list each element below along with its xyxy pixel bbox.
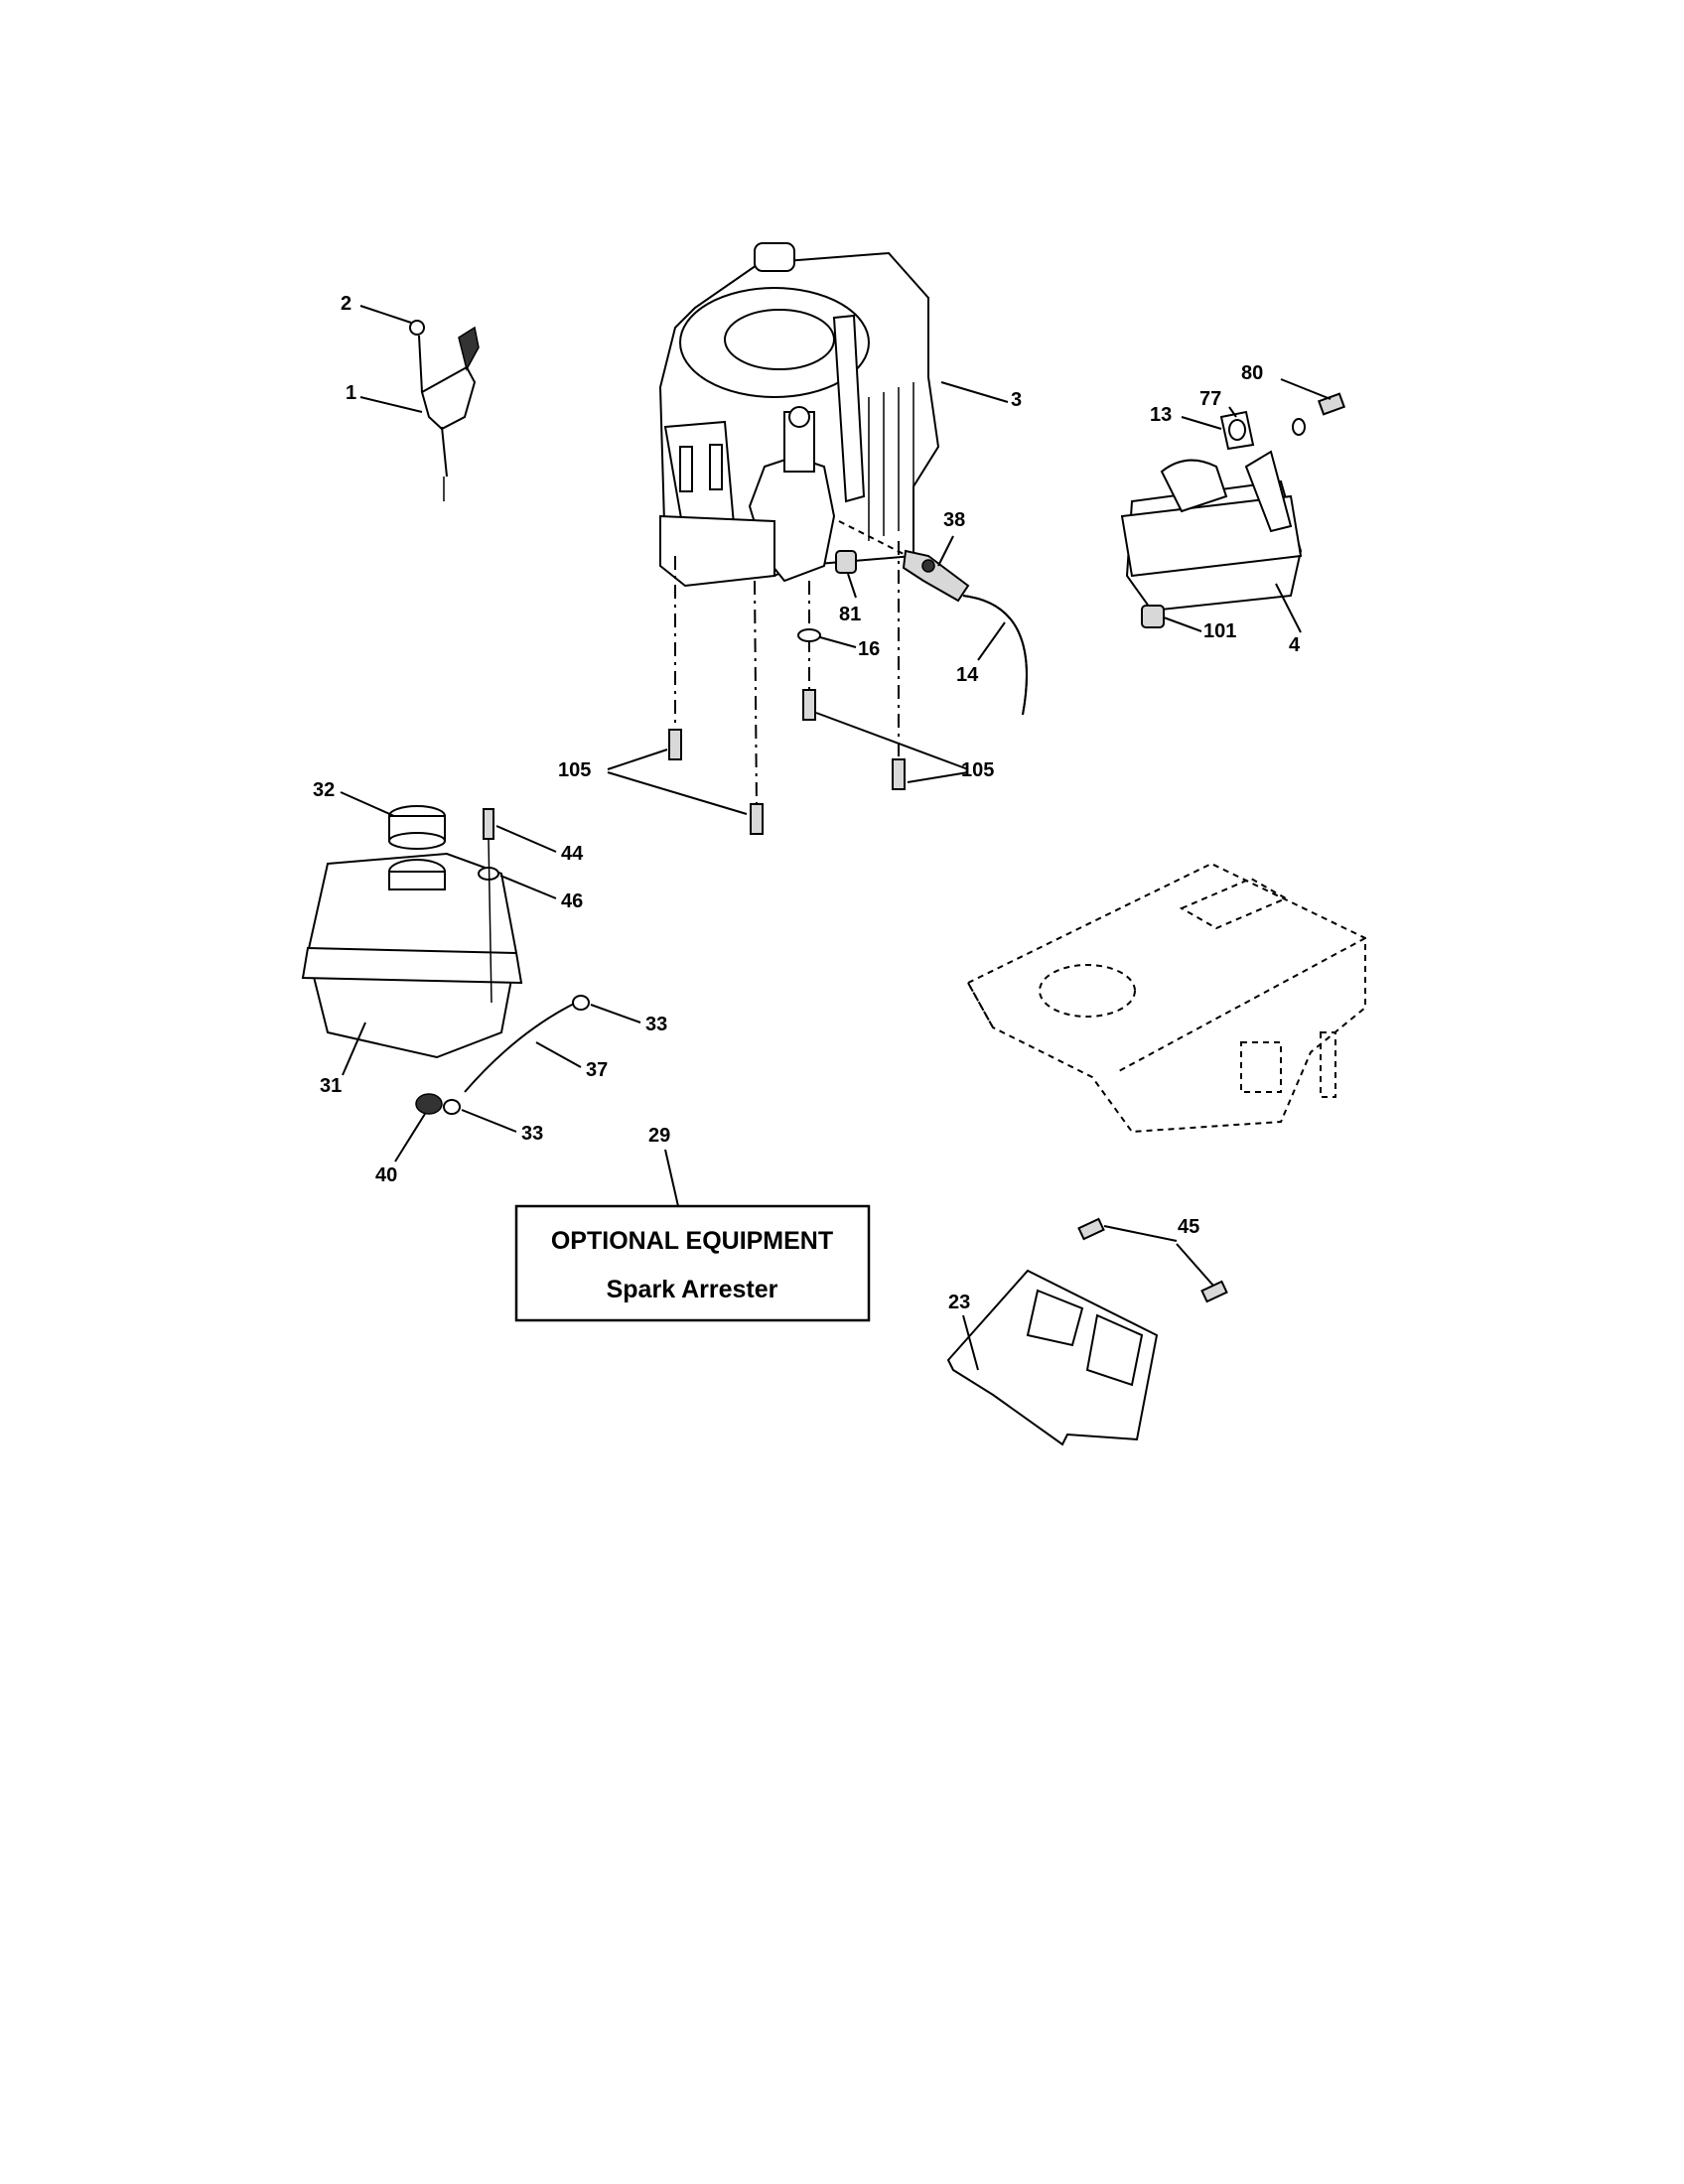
leader-3	[940, 381, 1009, 403]
leader-4	[1275, 583, 1302, 633]
leader-33b	[461, 1109, 517, 1133]
leader-105a-1	[607, 749, 668, 770]
label-105b: 105	[961, 759, 994, 781]
label-40: 40	[375, 1164, 397, 1186]
label-37: 37	[586, 1059, 608, 1081]
label-1: 1	[346, 382, 356, 404]
part-14-fuel-line	[962, 595, 1028, 716]
leader-45a	[1103, 1225, 1178, 1242]
engine-cooling-fins	[868, 382, 914, 541]
label-13: 13	[1150, 404, 1172, 426]
label-33a: 33	[645, 1014, 667, 1035]
leader-32	[340, 791, 395, 817]
part-37-fuel-line	[464, 1002, 577, 1093]
leader-37	[535, 1041, 582, 1068]
label-101: 101	[1203, 620, 1236, 642]
label-105a: 105	[558, 759, 591, 781]
label-23: 23	[948, 1292, 970, 1313]
label-45: 45	[1178, 1216, 1199, 1238]
throttle-control-assembly	[409, 320, 480, 501]
part-40-grommet	[415, 1093, 443, 1115]
leader-29	[664, 1149, 679, 1207]
leader-40	[394, 1113, 426, 1162]
label-14: 14	[956, 664, 979, 686]
leader-45b	[1176, 1243, 1214, 1287]
leader-105a-2	[607, 771, 748, 815]
leader-2	[359, 305, 412, 324]
label-2: 2	[341, 293, 351, 315]
label-77: 77	[1199, 388, 1221, 410]
part-32-fuel-cap	[388, 805, 446, 850]
part-16-washer	[797, 628, 821, 642]
part-33-clamp-a	[572, 995, 590, 1011]
part-33-clamp-b	[443, 1099, 461, 1115]
part-81-nut	[835, 550, 857, 574]
leader-80	[1280, 378, 1332, 400]
leader-105b-1	[815, 712, 969, 770]
label-31: 31	[320, 1075, 342, 1097]
centerline-44	[488, 838, 492, 1004]
label-81: 81	[839, 604, 861, 625]
part-23-heat-shield	[946, 1269, 1159, 1446]
leader-44	[495, 825, 557, 853]
part-labels: 2 1 3 80 77 13 38 81 16 14 101 4 105 105…	[313, 293, 1301, 1313]
leader-14	[977, 621, 1006, 661]
label-32: 32	[313, 779, 335, 801]
centerline-bolt-2	[754, 580, 758, 810]
label-44: 44	[561, 843, 584, 865]
leader-31	[342, 1022, 366, 1076]
label-38: 38	[943, 509, 965, 531]
part-44-screw	[483, 808, 494, 840]
leader-46	[499, 875, 557, 899]
leader-16	[819, 636, 857, 648]
label-16: 16	[858, 638, 880, 660]
leader-23	[962, 1314, 979, 1371]
chassis-frame	[966, 862, 1366, 1134]
box-line2: Spark Arrester	[607, 1276, 778, 1303]
part-4-muffler	[1120, 450, 1303, 613]
part-38-fuel-valve	[838, 520, 970, 603]
box-line1: OPTIONAL EQUIPMENT	[551, 1227, 833, 1255]
label-4: 4	[1289, 634, 1301, 656]
optional-equipment-box: OPTIONAL EQUIPMENT Spark Arrester	[514, 1204, 871, 1322]
label-29: 29	[648, 1125, 670, 1147]
part-45-screw-a	[1077, 1217, 1105, 1241]
leader-38	[937, 535, 954, 567]
leader-77	[1228, 406, 1237, 418]
part-31-fuel-tank	[301, 852, 523, 1059]
label-80: 80	[1241, 362, 1263, 384]
leader-105b-2	[907, 771, 969, 783]
part-45-screw-b	[1200, 1280, 1228, 1303]
engine-assembly	[658, 242, 940, 588]
leader-101	[1163, 616, 1202, 632]
leader-33a	[590, 1004, 641, 1024]
leader-1	[359, 396, 423, 413]
label-33b: 33	[521, 1123, 543, 1145]
part-13-gasket	[1219, 410, 1255, 451]
label-3: 3	[1011, 389, 1022, 411]
part-101-nut	[1141, 605, 1165, 628]
label-46: 46	[561, 890, 583, 912]
leader-81	[847, 573, 857, 599]
part-105-bolts	[668, 689, 906, 835]
leader-13	[1181, 416, 1222, 430]
part-80-bolt	[1292, 392, 1346, 436]
